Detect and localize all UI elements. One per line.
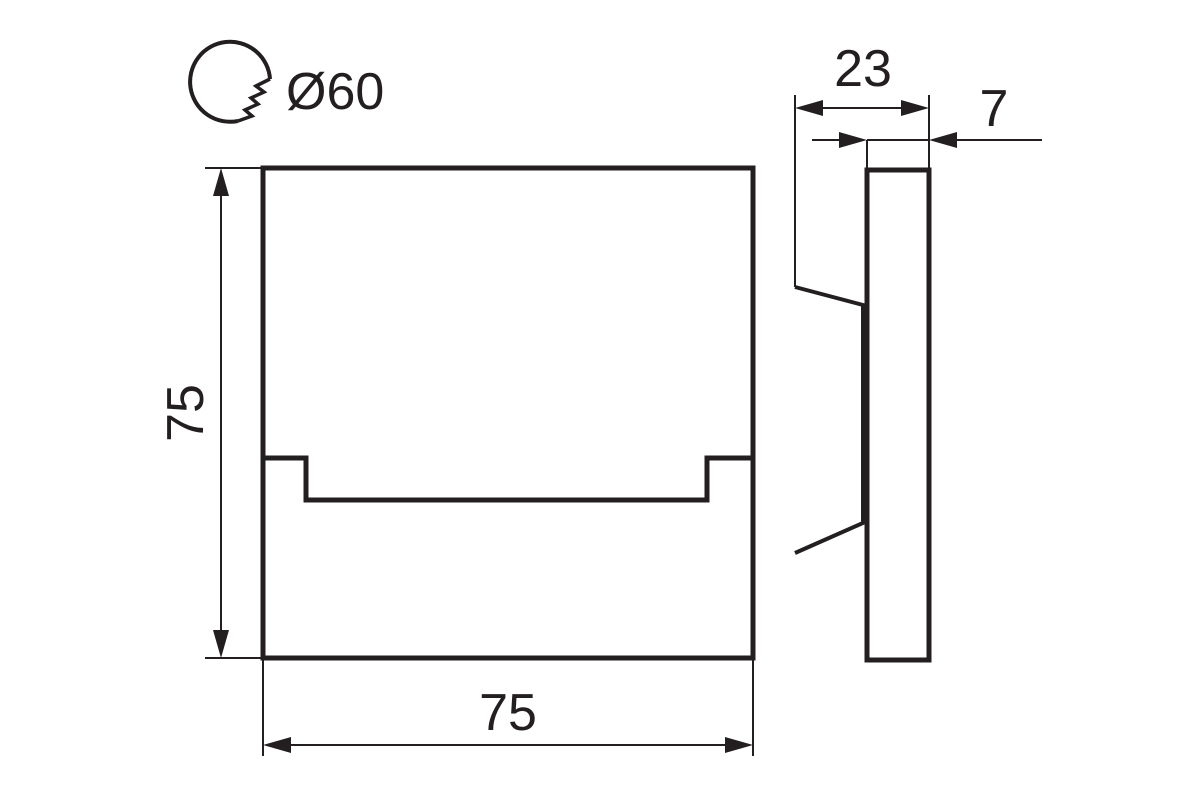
plate-thickness-dimension (812, 132, 1042, 148)
front-view-outline (260, 165, 756, 661)
width-dimension (262, 658, 754, 756)
side-view-plate (864, 167, 932, 663)
plate-thickness-label: 7 (980, 80, 1009, 138)
width-dimension-label: 75 (479, 684, 537, 742)
height-dimension-label: 75 (157, 384, 215, 442)
side-view-mounting-body (794, 285, 865, 555)
front-view (260, 165, 756, 661)
cutout-diameter-label: Ø60 (286, 63, 384, 121)
front-view-light-window (263, 455, 753, 503)
depth-dimension (795, 100, 929, 116)
height-dimension (205, 167, 263, 659)
side-view (794, 95, 932, 663)
depth-dimension-label: 23 (834, 40, 892, 98)
hole-saw-icon (188, 39, 272, 124)
